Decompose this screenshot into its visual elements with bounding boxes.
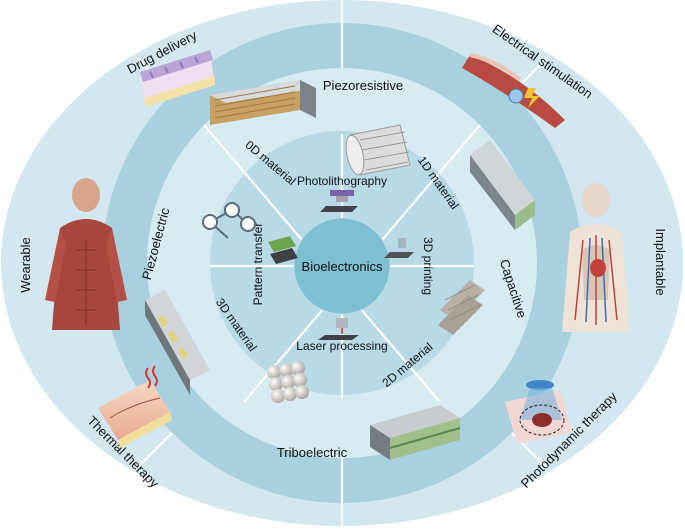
- core-circle-top: [294, 218, 390, 314]
- 3d-printing-icon: [384, 238, 414, 258]
- 0d-material-illustration: [202, 202, 256, 239]
- 2d-material-illustration: [438, 280, 485, 335]
- fabrication-inner-edge: [293, 217, 391, 315]
- capacitive-block-illustration: [470, 140, 535, 230]
- electrical-stimulation-illustration: [462, 53, 565, 128]
- piezoelectric-block-illustration: [145, 290, 210, 395]
- piezoresistive-block-illustration: [210, 80, 316, 125]
- app-implantable: Implantable: [653, 228, 668, 295]
- sensing-triboelectric: Triboelectric: [277, 445, 348, 460]
- wearable-torso-illustration: [45, 178, 127, 330]
- 3d-material-illustration: [267, 361, 309, 403]
- fabrication-pattern-transfer: Pattern transfer: [251, 223, 265, 306]
- implantable-torso-illustration: [562, 183, 630, 332]
- center-label: Bioelectronics: [302, 259, 383, 274]
- fabrication-laser-processing: Laser processing: [296, 339, 387, 353]
- fabrication-photolithography: Photolithography: [297, 174, 387, 188]
- laser-processing-icon: [318, 318, 359, 340]
- nanotube-illustration: [345, 124, 411, 176]
- photodynamic-therapy-illustration: [505, 380, 572, 444]
- thermal-therapy-illustration: [98, 365, 172, 448]
- photolithography-icon: [320, 190, 358, 212]
- drug-delivery-patch-illustration: [140, 50, 215, 107]
- app-wearable: Wearable: [18, 237, 33, 292]
- fabrication-3d-printing: 3D printing: [421, 237, 435, 295]
- sensing-piezoresistive: Piezoresistive: [323, 78, 403, 93]
- triboelectric-block-illustration: [370, 405, 461, 460]
- pattern-transfer-icon: [268, 236, 298, 264]
